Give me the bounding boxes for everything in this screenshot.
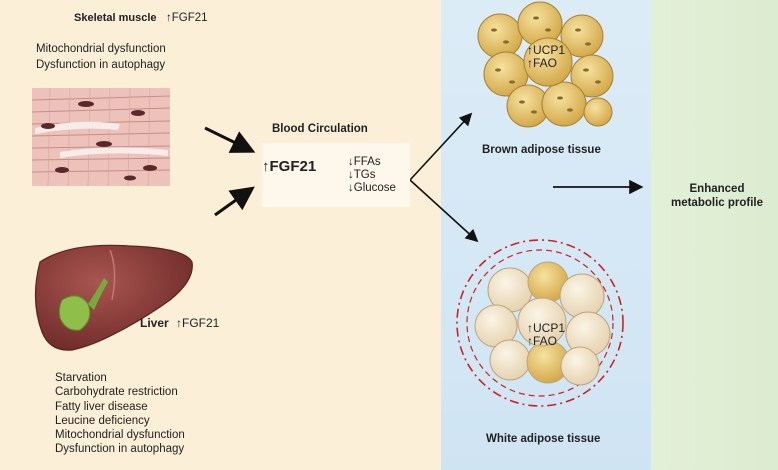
white-adipose-markers: ↑UCP1 ↑FAO [527,322,565,348]
liver-title: Liver [140,316,169,330]
blood-circulation-title: Blood Circulation [272,123,368,135]
condition-item: Mitochondrial dysfunction [36,43,166,55]
brown-adipose-label: Brown adipose tissue [482,144,601,156]
marker-item: ↓TGs [348,169,376,181]
skeletal-muscle-fgf21: ↑FGF21 [166,12,208,24]
muscle-tissue-image [31,87,171,187]
outcome-label: Enhanced metabolic profile [670,183,764,209]
marker-item: ↑UCP1 [527,43,566,57]
wat-outer-ring [456,239,624,407]
condition-item: Leucine deficiency [55,414,150,427]
blood-to-wat-arrow [409,179,479,243]
marker-item: ↓Glucose [348,182,396,194]
liver-conditions: Starvation Carbohydrate restriction Fatt… [55,371,185,457]
condition-item: Mitochondrial dysfunction [55,429,185,442]
condition-item: Carbohydrate restriction [55,386,178,399]
liver-image [34,244,193,351]
blood-fgf21: ↑FGF21 [262,158,317,175]
brown-cell-droplets [491,16,601,114]
brown-adipose-cells [477,1,614,128]
skeletal-muscle-conditions: Mitochondrial dysfunction Dysfunction in… [36,41,166,73]
brown-adipose-markers: ↑UCP1 ↑FAO [527,44,565,70]
white-adipose-label: White adipose tissue [486,433,601,445]
white-adipose-cells [474,261,611,386]
skeletal-muscle-title: Skeletal muscle [74,12,157,24]
condition-item: Fatty liver disease [55,400,148,413]
condition-item: Dysfunction in autophagy [55,443,185,456]
blood-markers: ↓FFAs ↓TGs ↓Glucose [348,156,396,195]
wat-inner-ring [466,249,614,397]
left-panel [0,0,441,470]
outcome-panel [651,0,778,470]
liver-to-blood-arrow [214,186,255,217]
liver-fgf21: ↑FGF21 [176,316,220,330]
marker-item: ↓FFAs [348,156,381,168]
marker-item: ↑FAO [527,334,558,348]
blood-fgf21-box [262,143,410,207]
muscle-to-blood-arrow [204,126,256,153]
marker-item: ↑UCP1 [527,321,566,335]
condition-item: Dysfunction in autophagy [36,59,166,71]
marker-item: ↑FAO [527,56,558,70]
condition-item: Starvation [55,372,107,384]
blood-to-bat-arrow [409,112,473,181]
